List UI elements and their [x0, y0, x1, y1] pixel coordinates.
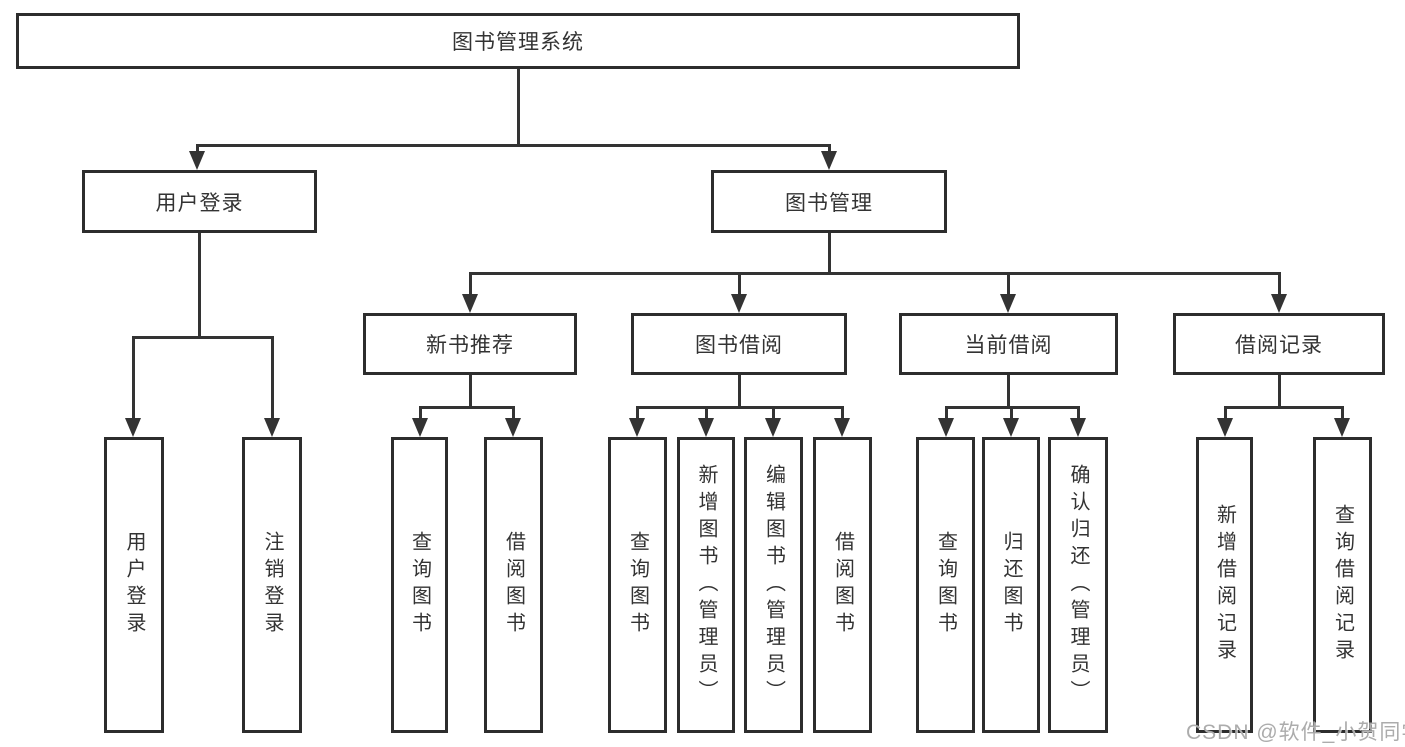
- arrow-down-icon: [834, 418, 850, 437]
- leaf-query-books: 查询图书: [916, 437, 975, 733]
- connector-drop-line: [1341, 406, 1344, 421]
- arrow-down-icon: [505, 418, 521, 437]
- connector-splitter-mgmt: [469, 272, 1281, 275]
- connector-drop-line: [132, 336, 135, 420]
- leaf-confirm-return-admin: 确认归还（管理员）: [1048, 437, 1108, 733]
- arrow-down-icon: [1271, 294, 1287, 313]
- connector-stem: [1007, 375, 1010, 406]
- arrow-down-icon: [821, 151, 837, 170]
- arrow-down-icon: [462, 294, 478, 313]
- connector-drop-line: [636, 406, 639, 421]
- connector-drop-line: [1077, 406, 1080, 421]
- connector-splitter: [1224, 406, 1344, 409]
- arrow-down-icon: [125, 418, 141, 437]
- arrow-down-icon: [264, 418, 280, 437]
- arrow-down-icon: [1334, 418, 1350, 437]
- leaf-add-borrow-record: 新增借阅记录: [1196, 437, 1253, 733]
- arrow-down-icon: [189, 151, 205, 170]
- leaf-edit-books-admin: 编辑图书（管理员）: [744, 437, 803, 733]
- connector-stem: [1278, 375, 1281, 406]
- leaf-borrow-books: 借阅图书: [484, 437, 543, 733]
- connector-drop-line: [1278, 272, 1281, 297]
- connector-drop-line: [1224, 406, 1227, 421]
- node-book-borrow: 图书借阅: [631, 313, 847, 375]
- connector-splitter-login: [132, 336, 274, 339]
- leaf-logout: 注销登录: [242, 437, 302, 733]
- connector-drop-line: [512, 406, 515, 421]
- leaf-query-books: 查询图书: [391, 437, 448, 733]
- leaf-query-borrow-record: 查询借阅记录: [1313, 437, 1372, 733]
- connector-splitter: [636, 406, 844, 409]
- node-root: 图书管理系统: [16, 13, 1020, 69]
- node-borrow-records: 借阅记录: [1173, 313, 1385, 375]
- connector-login-stem: [198, 233, 201, 336]
- connector-drop-line: [772, 406, 775, 421]
- leaf-query-books: 查询图书: [608, 437, 667, 733]
- node-user-login: 用户登录: [82, 170, 317, 233]
- arrow-down-icon: [412, 418, 428, 437]
- leaf-add-books-admin: 新增图书（管理员）: [677, 437, 735, 733]
- connector-drop-line: [469, 272, 472, 297]
- connector-drop-line: [1007, 272, 1010, 297]
- connector-stem: [738, 375, 741, 406]
- connector-stem: [469, 375, 472, 406]
- leaf-return-books: 归还图书: [982, 437, 1040, 733]
- node-current-borrow: 当前借阅: [899, 313, 1118, 375]
- connector-drop-line: [738, 272, 741, 297]
- connector-root-stem: [517, 69, 520, 144]
- arrow-down-icon: [1003, 418, 1019, 437]
- csdn-watermark: CSDN @软件_小贺同学: [1186, 721, 1405, 744]
- arrow-down-icon: [1000, 294, 1016, 313]
- arrow-down-icon: [698, 418, 714, 437]
- connector-drop-line: [419, 406, 422, 421]
- arrow-down-icon: [1070, 418, 1086, 437]
- arrow-down-icon: [731, 294, 747, 313]
- connector-drop-line: [828, 144, 831, 156]
- node-book-management: 图书管理: [711, 170, 947, 233]
- connector-drop-line: [1010, 406, 1013, 421]
- connector-drop-line: [271, 336, 274, 420]
- connector-drop-line: [705, 406, 708, 421]
- connector-mgmt-stem: [828, 233, 831, 272]
- connector-drop-line: [196, 144, 199, 156]
- connector-splitter: [419, 406, 515, 409]
- arrow-down-icon: [765, 418, 781, 437]
- leaf-borrow-books: 借阅图书: [813, 437, 872, 733]
- connector-splitter-root: [197, 144, 831, 147]
- arrow-down-icon: [1217, 418, 1233, 437]
- leaf-user-login: 用户登录: [104, 437, 164, 733]
- arrow-down-icon: [629, 418, 645, 437]
- connector-drop-line: [945, 406, 948, 421]
- node-new-book-recommend: 新书推荐: [363, 313, 577, 375]
- connector-drop-line: [841, 406, 844, 421]
- arrow-down-icon: [938, 418, 954, 437]
